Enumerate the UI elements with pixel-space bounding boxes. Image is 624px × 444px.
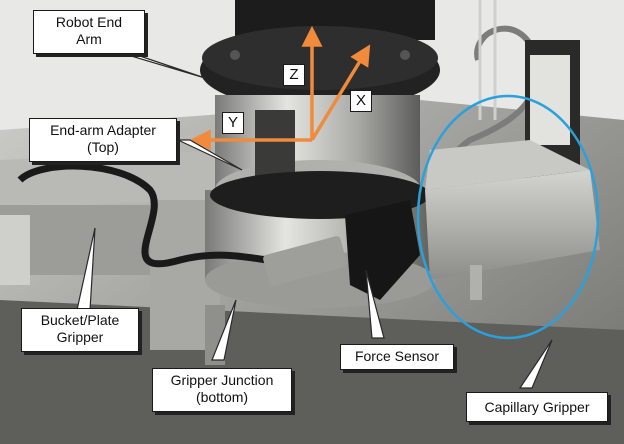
bucket-plate-gripper-label: Bucket/Plate Gripper [21,308,139,352]
gripper-junction-label: Gripper Junction (bottom) [152,368,292,412]
robot-end-arm-label: Robot End Arm [33,10,145,54]
force-sensor-label: Force Sensor [340,344,454,370]
end-arm-adapter-label: End-arm Adapter (Top) [29,118,177,162]
axis-label-z: Z [283,64,305,86]
capillary-gripper-label: Capillary Gripper [466,392,608,422]
axis-label-x: X [350,90,372,112]
axis-label-y: Y [222,112,244,134]
